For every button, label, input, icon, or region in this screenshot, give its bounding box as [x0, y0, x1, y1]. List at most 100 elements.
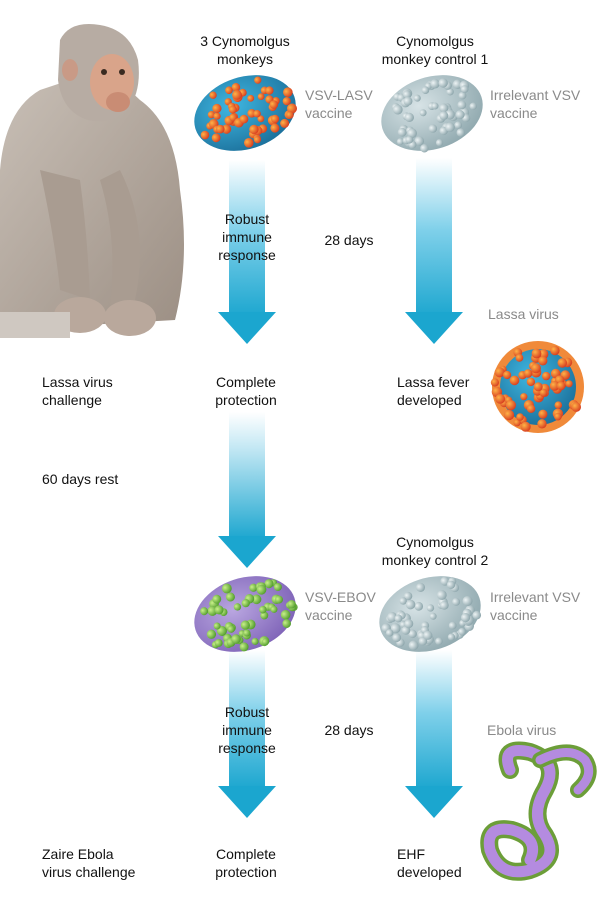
surface-spike [280, 609, 291, 620]
surface-spike [283, 87, 293, 98]
surface-spike [209, 91, 217, 99]
surface-spike [439, 600, 449, 610]
label-ehf-developed: EHF developed [397, 846, 462, 880]
surface-spike [420, 144, 429, 153]
surface-spike [402, 90, 412, 99]
surface-spike [403, 591, 413, 601]
surface-spike [469, 102, 477, 110]
label-zaire-challenge: Zaire Ebola virus challenge [42, 846, 136, 880]
surface-spike [554, 401, 563, 410]
surface-spike [215, 124, 225, 134]
surface-spike [457, 100, 467, 110]
surface-spike [460, 85, 469, 94]
surface-spike [523, 369, 533, 378]
surface-spike [254, 76, 262, 84]
label-complete-protection-2: Complete protection [215, 846, 277, 880]
surface-spike [494, 367, 505, 378]
surface-spike [243, 629, 251, 637]
surface-spike [445, 122, 455, 133]
surface-spike [233, 603, 242, 611]
surface-spike [460, 612, 471, 623]
surface-spike [436, 590, 447, 600]
surface-spike [438, 78, 448, 88]
surface-spike [405, 599, 416, 610]
surface-spike [505, 400, 516, 411]
surface-spike [556, 381, 566, 391]
surface-spike [542, 371, 551, 381]
surface-spike [418, 636, 428, 646]
surface-spike [454, 121, 463, 129]
surface-spike [419, 109, 427, 117]
surface-spike [407, 128, 417, 139]
label-irrelevant-vsv-1: Irrelevant VSV vaccine [490, 87, 581, 121]
surface-spike [225, 592, 235, 602]
surface-spike [456, 128, 465, 137]
label-lassa-virus: Lassa virus [488, 306, 559, 322]
surface-spike [282, 619, 291, 628]
surface-spike [249, 124, 259, 135]
arrow-control-2 [405, 650, 463, 818]
surface-spike [565, 380, 573, 388]
surface-spike [261, 638, 269, 646]
surface-spike [533, 382, 543, 392]
surface-spike [253, 109, 261, 118]
surface-spike [211, 133, 221, 143]
label-lassa-challenge: Lassa virus challenge [42, 374, 113, 408]
surface-spike [394, 614, 403, 623]
surface-spike [414, 601, 424, 611]
irrelevant-vsv-particle-1 [381, 75, 483, 153]
arrow-vaccinated-2 [218, 650, 276, 818]
surface-spike [251, 637, 259, 645]
surface-spike [239, 642, 249, 652]
label-28-days-1: 28 days [324, 232, 374, 248]
ebola-virus-particle [480, 741, 597, 881]
surface-spike [270, 605, 278, 613]
surface-spike [399, 597, 407, 605]
surface-spike [239, 114, 249, 124]
surface-spike [452, 597, 461, 606]
surface-spike [228, 105, 237, 114]
surface-spike [397, 127, 407, 137]
surface-spike [439, 111, 449, 121]
surface-spike [408, 640, 419, 651]
surface-spike [214, 605, 224, 615]
surface-spike [200, 607, 209, 616]
surface-spike [247, 94, 255, 102]
surface-spike [538, 409, 548, 419]
label-28-days-2: 28 days [324, 722, 374, 738]
surface-spike [269, 100, 279, 109]
arrow-rest [218, 412, 276, 568]
surface-spike [214, 638, 223, 647]
surface-spike [231, 634, 241, 644]
irrelevant-vsv-particle-2 [379, 576, 482, 652]
surface-spike [428, 124, 438, 133]
arrow-vaccinated-1 [218, 160, 276, 344]
surface-spike [446, 88, 454, 96]
surface-spike [287, 600, 296, 609]
label-robust-response-1: Robust immune response [218, 211, 276, 263]
surface-spike [243, 137, 254, 148]
surface-spike [256, 584, 267, 595]
surface-spike [270, 123, 280, 133]
surface-spike [253, 136, 262, 144]
surface-spike [526, 377, 536, 387]
surface-spike [232, 89, 242, 100]
label-rest-period: 60 days rest [42, 471, 119, 487]
surface-spike [515, 354, 524, 362]
surface-spike [516, 413, 524, 421]
surface-spike [416, 582, 426, 592]
surface-spike [549, 381, 560, 391]
surface-spike [455, 110, 465, 120]
surface-spike [206, 629, 217, 639]
surface-spike [264, 579, 274, 589]
surface-spike [286, 103, 297, 114]
arrow-control-1 [405, 158, 463, 344]
surface-spike [273, 583, 282, 592]
surface-spike [435, 139, 444, 147]
label-irrelevant-vsv-2: Irrelevant VSV vaccine [490, 589, 581, 623]
surface-spike [257, 115, 265, 123]
surface-spike [503, 409, 515, 421]
label-lassa-fever-developed: Lassa fever developed [397, 374, 470, 408]
surface-spike [408, 629, 417, 639]
